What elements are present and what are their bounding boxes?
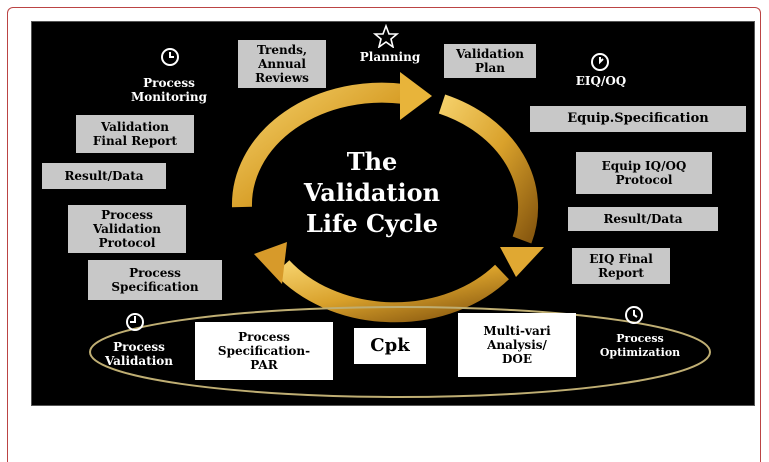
box-result-data-left: Result/Data: [42, 163, 166, 189]
label-process-validation: Process Validation: [104, 340, 174, 368]
box-process-validation-protocol: Process Validation Protocol: [68, 205, 186, 253]
label-process-optimization: Process Optimization: [599, 332, 681, 359]
clock-icon: [126, 313, 144, 331]
cycle-arrow-bottom: [274, 260, 509, 323]
clock-icon: [625, 306, 643, 324]
diagram-panel: Planning EIQ/OQ Process Monitoring Proce…: [31, 21, 755, 406]
label-eiq-oq: EIQ/OQ: [575, 74, 627, 88]
cycle-arrowhead-right: [500, 247, 544, 277]
cycle-arrow-top: [231, 82, 406, 208]
box-validation-plan: Validation Plan: [444, 44, 536, 78]
cycle-arrowhead-bottom: [254, 242, 287, 284]
cycle-arrowhead-top: [400, 72, 432, 120]
box-process-specification: Process Specification: [88, 260, 222, 300]
box-result-data-right: Result/Data: [568, 207, 718, 231]
star-icon: [373, 24, 399, 48]
box-eiq-final-report: EIQ Final Report: [572, 248, 670, 284]
box-trends-annual-reviews: Trends, Annual Reviews: [238, 40, 326, 88]
box-equip-specification: Equip.Specification: [530, 106, 746, 132]
box-multi-vari-analysis: Multi-vari Analysis/ DOE: [458, 313, 576, 377]
box-equip-iq-oq-protocol: Equip IQ/OQ Protocol: [576, 152, 712, 194]
box-validation-final-report: Validation Final Report: [76, 115, 194, 153]
cycle-title: The Validation Life Cycle: [303, 147, 441, 238]
bottom-ellipse: [89, 306, 711, 398]
box-process-specification-par: Process Specification- PAR: [195, 322, 333, 380]
label-planning: Planning: [359, 50, 421, 64]
clock-icon: [591, 53, 609, 71]
cycle-graphics: [89, 72, 711, 398]
cycle-arrow-right: [438, 94, 539, 244]
label-process-monitoring: Process Monitoring: [130, 76, 208, 104]
box-cpk: Cpk: [354, 328, 426, 364]
image-frame: [7, 7, 761, 462]
clock-icon: [161, 48, 179, 66]
